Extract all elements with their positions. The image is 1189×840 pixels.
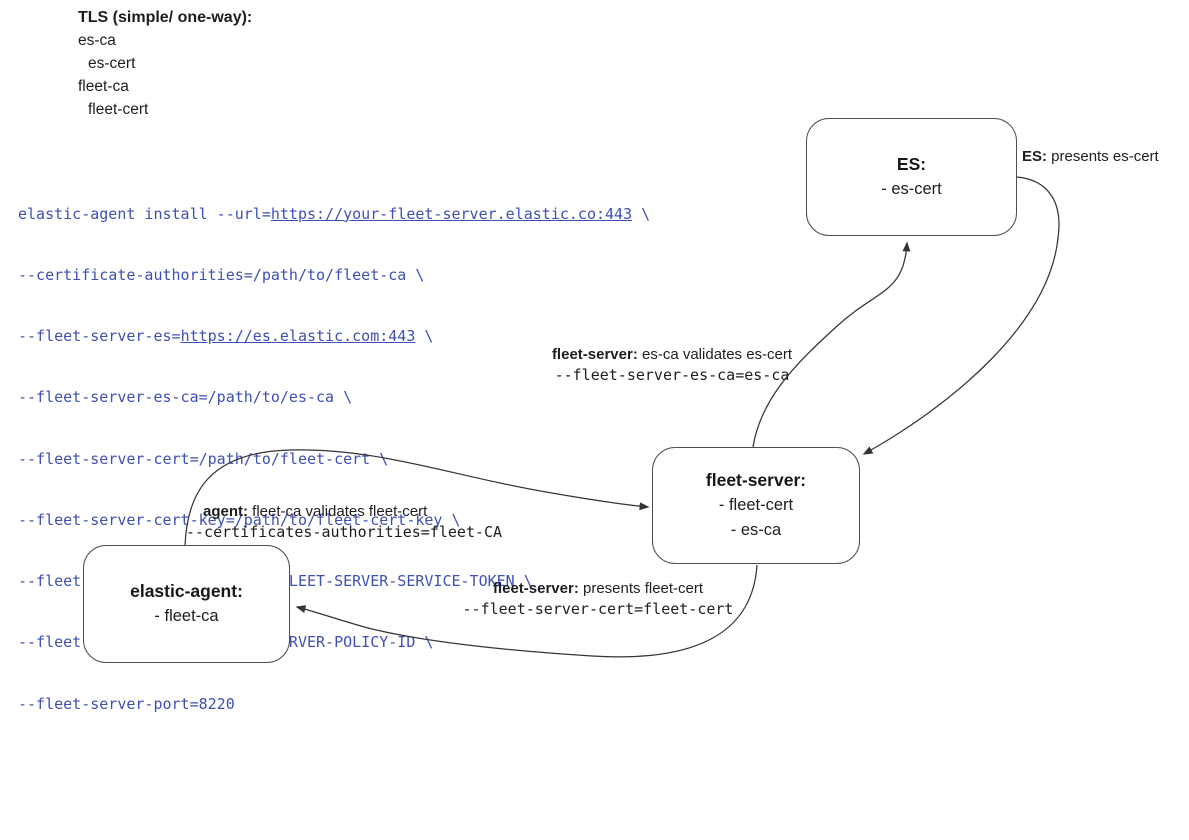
edge-label-bold: fleet-server:: [492, 580, 579, 597]
command-line: --fleet-server-es=https://es.elastic.com…: [18, 326, 650, 346]
command-line: --fleet-server-es-ca=/path/to/es-ca \: [18, 388, 353, 407]
edge-label-code: --fleet-server-es-ca=es-ca: [554, 366, 790, 384]
edge-label-code: --certificates-authorities=fleet-CA: [186, 523, 503, 541]
node-fleet-server-line: - es-ca: [730, 521, 782, 539]
edge-label-code: --fleet-server-cert=fleet-cert: [462, 600, 734, 618]
edge-label-fleet-presents-cert: fleet-server: presents fleet-cert --flee…: [452, 579, 744, 619]
edge-label-text: es-ca validates es-cert: [637, 346, 793, 363]
edge-label-bold: ES:: [1022, 148, 1048, 165]
edge-label-fleet-validates-es: fleet-server: es-ca validates es-cert --…: [543, 345, 801, 385]
node-es-line: - es-cert: [881, 180, 942, 198]
edge-label-line: agent: fleet-ca validates fleet-cert: [203, 502, 502, 521]
command-text: elastic-agent install --url=: [18, 204, 271, 223]
node-elastic-agent: elastic-agent: - fleet-ca: [83, 545, 290, 663]
elastic-agent-install-command: elastic-agent install --url=https://your…: [18, 163, 650, 755]
edge-label-bold: agent:: [203, 503, 248, 520]
command-line: --fleet-server-port=8220: [18, 694, 235, 713]
tls-notes: TLS (simple/ one-way): es-ca es-cert fle…: [78, 6, 252, 121]
es-url-link[interactable]: https://es.elastic.com:443: [180, 327, 416, 346]
edge-label-agent-validates-fleet: agent: fleet-ca validates fleet-cert --c…: [186, 502, 502, 542]
edge-label-line: fleet-server: es-ca validates es-cert: [552, 346, 792, 363]
edge-label-text: fleet-ca validates fleet-cert: [248, 503, 428, 520]
tls-notes-title: TLS (simple/ one-way):: [78, 9, 253, 26]
node-elastic-agent-line: - fleet-ca: [154, 607, 219, 625]
edge-label-line: fleet-server: presents fleet-cert: [493, 580, 703, 597]
node-fleet-server: fleet-server: - fleet-cert - es-ca: [652, 447, 860, 564]
node-elastic-agent-title: elastic-agent:: [130, 581, 243, 601]
command-line: --fleet-server-cert=/path/to/fleet-cert …: [18, 449, 389, 468]
edge-label-es-presents: ES: presents es-cert: [1022, 147, 1159, 166]
note-item-es-ca: es-ca: [78, 32, 116, 49]
edge-label-bold: fleet-server:: [551, 346, 638, 363]
node-es-title: ES:: [896, 154, 927, 174]
node-fleet-server-title: fleet-server:: [705, 470, 807, 490]
node-es: ES: - es-cert: [806, 118, 1017, 236]
node-fleet-server-line: - fleet-cert: [718, 496, 794, 514]
edge-label-text: presents es-cert: [1047, 148, 1159, 165]
fleet-server-url-link[interactable]: https://your-fleet-server.elastic.co:443: [270, 204, 633, 223]
edge-label-text: presents fleet-cert: [578, 580, 704, 597]
command-line: --certificate-authorities=/path/to/fleet…: [18, 266, 425, 285]
command-line: elastic-agent install --url=https://your…: [18, 204, 650, 224]
note-item-es-cert: es-cert: [88, 55, 136, 72]
command-text: --fleet-server-es=: [18, 327, 181, 346]
note-item-fleet-cert: fleet-cert: [88, 101, 149, 118]
command-text: \: [415, 327, 434, 346]
command-text: \: [632, 204, 651, 223]
note-item-fleet-ca: fleet-ca: [78, 78, 129, 95]
